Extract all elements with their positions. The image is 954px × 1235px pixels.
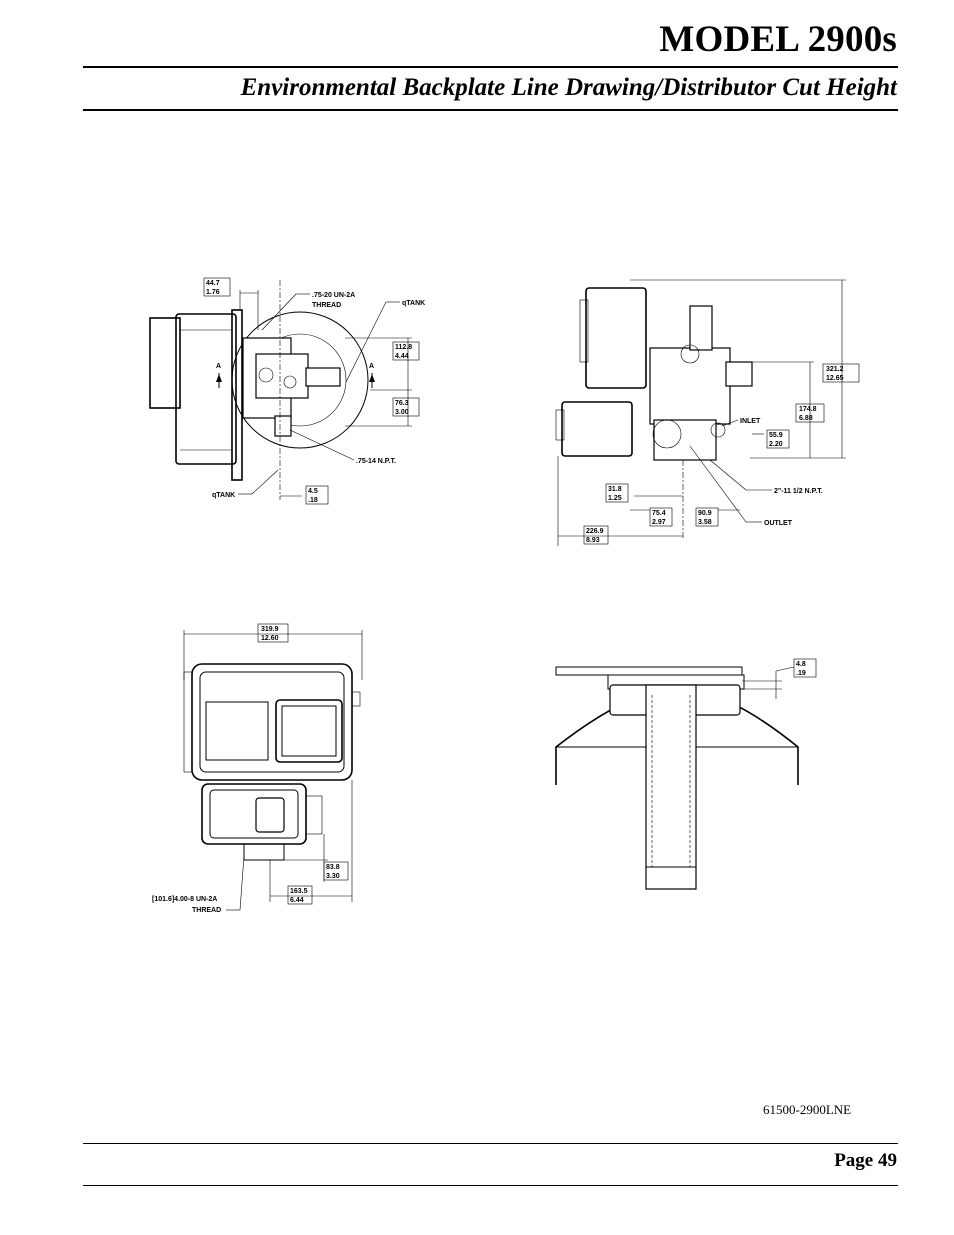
front-inlet-label: INLET: [740, 418, 761, 425]
side-dim-top-in: 1.76: [206, 289, 220, 296]
side-valve-port: [255, 353, 309, 399]
doc-number: 61500-2900LNE: [763, 1102, 852, 1117]
page-subtitle: Environmental Backplate Line Drawing/Dis…: [240, 74, 897, 101]
front-outlet-label: OUTLET: [764, 520, 793, 527]
header-rule-bottom: [83, 109, 898, 111]
front-valve-stem: [689, 305, 713, 351]
front-view-drawing: 321.2 12.65 174.8 6.88 INLET 55.9 2.20 2…: [555, 279, 860, 546]
model-title: MODEL 2900s: [659, 19, 897, 60]
side-dim-mid2-in: 3.00: [395, 409, 409, 416]
section-marker-right: A: [369, 363, 374, 370]
cut-dim-in: .19: [796, 670, 806, 677]
top-view-drawing: 319.9 12.60 83.8 3.30 163.5 6.44 [101.6]…: [152, 623, 363, 914]
front-dim-a-in: 2.97: [652, 519, 666, 526]
front-tank-adapter: [653, 419, 717, 461]
cut-view-drawing: 4.8 .19: [555, 658, 817, 890]
side-outlet-pipe: [305, 367, 341, 387]
header-rule-top: [83, 66, 898, 68]
side-dim-bottom-mm: 4.5: [308, 488, 318, 495]
footer-rule-top: [83, 1143, 898, 1144]
side-thread-callout: .75-20 UN-2A: [312, 292, 355, 299]
top-thread-callout-2: THREAD: [192, 907, 221, 914]
front-dim-b-mm: 90.9: [698, 510, 712, 517]
front-dim-inlet-mm: 55.9: [769, 432, 783, 439]
side-tank-label-bottom: qTANK: [212, 492, 235, 499]
front-housing-upper: [585, 287, 647, 389]
top-dim-bottom-mm: 163.5: [290, 888, 308, 895]
front-dim-total-mm: 226.9: [586, 528, 604, 535]
side-thread-callout-2: THREAD: [312, 302, 341, 309]
front-dim-height-in: 12.65: [826, 375, 844, 382]
page-number: Page 49: [834, 1150, 897, 1171]
top-keypad-window: [275, 699, 343, 763]
top-connector: [255, 797, 285, 833]
front-valve-body: [649, 347, 731, 425]
front-npt-callout: 2"-11 1/2 N.P.T.: [774, 488, 823, 495]
side-tank-outline: [231, 311, 369, 449]
side-dim-mid1-mm: 112.8: [395, 344, 412, 351]
front-dim-inlet-height-in: 6.88: [799, 415, 813, 422]
top-dim-right-in: 3.30: [326, 873, 340, 880]
side-npt-port: [274, 415, 292, 437]
cut-flange: [555, 666, 743, 676]
top-dim-bottom-in: 6.44: [290, 897, 304, 904]
side-dim-mid2-mm: 76.3: [395, 400, 409, 407]
side-dim-bottom-in: .18: [308, 497, 318, 504]
side-npt-callout: .75-14 N.P.T.: [356, 458, 396, 465]
side-view-drawing: A A 44.7 1.76 .75-20 UN-2A THREAD qTANK …: [149, 277, 425, 505]
top-dim-width-in: 12.60: [261, 635, 279, 642]
front-dim-total-in: 8.93: [586, 537, 600, 544]
cut-distributor-tube: [645, 684, 697, 890]
front-inlet-pipe: [725, 361, 753, 387]
side-housing-body: [175, 313, 237, 465]
front-dim-inlet-in: 2.20: [769, 441, 783, 448]
front-housing-lower: [561, 401, 633, 457]
top-thread-callout: [101.6]4.00-8 UN-2A: [152, 896, 217, 903]
side-housing-cover: [149, 317, 181, 409]
side-dim-mid1-in: 4.44: [395, 353, 409, 360]
footer-rule-bottom: [83, 1185, 898, 1186]
side-dim-top-mm: 44.7: [206, 280, 220, 287]
front-dim-left-in: 1.25: [608, 495, 622, 502]
cut-dim-mm: 4.8: [796, 661, 806, 668]
top-lower-module: [201, 783, 307, 845]
top-display-window: [205, 701, 269, 761]
side-backplate: [231, 309, 243, 481]
front-dim-height-mm: 321.2: [826, 366, 844, 373]
top-dim-right-mm: 83.8: [326, 864, 340, 871]
side-tank-label-top: qTANK: [402, 300, 425, 307]
section-marker-left: A: [216, 363, 221, 370]
front-dim-inlet-height-mm: 174.8: [799, 406, 817, 413]
top-thread-port: [243, 843, 285, 861]
top-dim-width-mm: 319.9: [261, 626, 279, 633]
front-dim-left-mm: 31.8: [608, 486, 622, 493]
front-dim-a-mm: 75.4: [652, 510, 666, 517]
front-dim-b-in: 3.58: [698, 519, 712, 526]
